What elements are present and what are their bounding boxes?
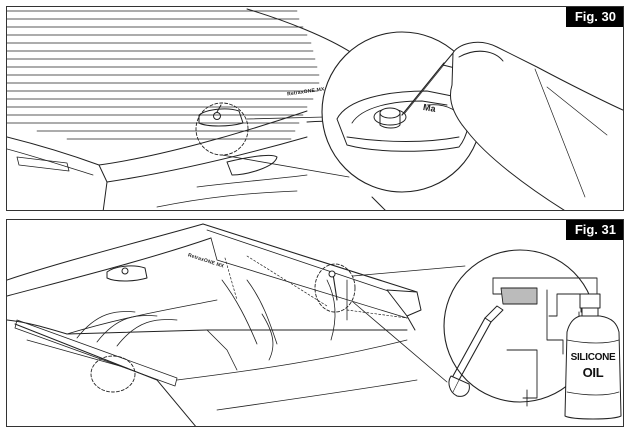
figure-30-illustration <box>7 8 623 210</box>
detail-callout-small <box>195 102 249 156</box>
bottle-label-line2: OIL <box>582 365 604 380</box>
leader-line-lower <box>352 301 448 383</box>
figure-31-illustration <box>7 223 622 426</box>
truck-bed-rail <box>7 8 388 210</box>
tonneau-cover-slats <box>7 10 320 140</box>
truck-bed <box>7 223 422 426</box>
figure-30-panel: RetraxONE MX Ma Fig. 30 <box>6 6 624 211</box>
detail-callout-drain-left <box>90 355 136 393</box>
drain-housing-small <box>198 104 244 127</box>
drain-valve <box>448 305 504 397</box>
tube-label: Ma <box>422 101 437 115</box>
oil-bottle <box>401 41 623 210</box>
figure-badge-31: Fig. 31 <box>565 220 623 240</box>
leader-line-lower <box>221 154 350 178</box>
drain-housing-small <box>106 265 148 282</box>
figure-31-panel: RetraxONE MX SILICONE OIL Fig. 31 <box>6 219 624 427</box>
leader-line <box>352 265 466 277</box>
drain-closeup <box>336 90 470 152</box>
detail-callout-drain-right <box>314 263 356 313</box>
bottle-label-line1: SILICONE <box>570 352 616 363</box>
drain-valve-small <box>328 270 338 301</box>
silicone-oil-bottle <box>564 293 622 420</box>
leader-line <box>246 116 326 120</box>
figure-badge-30: Fig. 30 <box>565 7 623 27</box>
